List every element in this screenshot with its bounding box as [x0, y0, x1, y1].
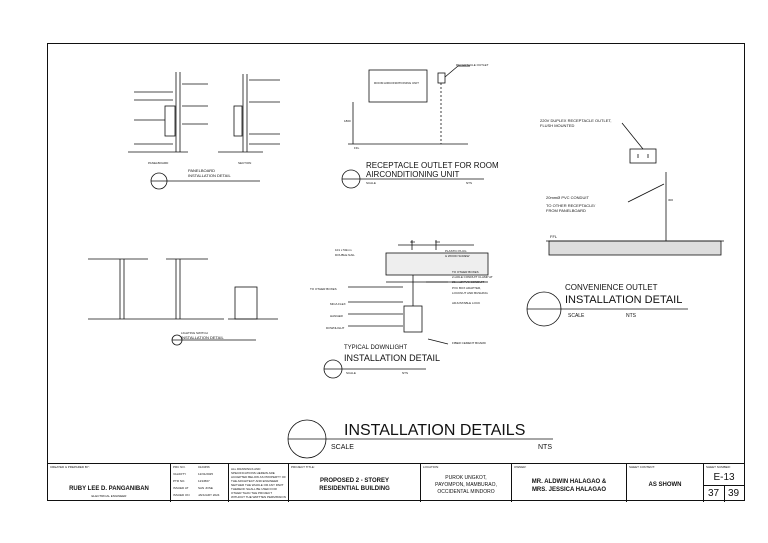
created-label: CREATED & PREPARED BY: — [50, 465, 90, 469]
sheet-divider-v — [724, 485, 725, 502]
sheet-title-scale-label: SCALE — [331, 444, 354, 451]
conv-note2: FLUSH MOUNTED — [540, 123, 575, 128]
prc-value-3: SAN JOSE — [198, 486, 213, 490]
panelboard-label-left: PANELBOARD — [148, 161, 169, 165]
downlight-title-line2: INSTALLATION DETAIL — [344, 353, 441, 363]
detail-linework — [88, 65, 724, 459]
prc-value-1: 12/31/2025 — [198, 472, 214, 476]
prc-value-0: 0123456 — [198, 465, 210, 469]
conv-note5: FROM PANELBOARD — [546, 208, 586, 213]
downlight-note-0: 101 x 50mm — [335, 248, 352, 252]
ac-ffl: FFL — [354, 146, 360, 150]
location-label: LOCATION: — [423, 465, 439, 469]
downlight-scale-value: NTS — [402, 371, 408, 375]
project-cell: PROJECT TITLE: PROPOSED 2 - STOREY RESID… — [289, 464, 421, 502]
project-line1: PROPOSED 2 - STOREY — [320, 478, 389, 484]
location-cell: LOCATION: PUROK UNGKOT, PAYOMPON, MAMBUR… — [421, 464, 512, 502]
sheet-title: INSTALLATION DETAILS — [344, 422, 526, 439]
downlight-left-note-3: DOWNLIGHT — [326, 326, 345, 330]
downlight-note-2: PLASTIC PLUG — [445, 249, 467, 253]
sheet-total: 39 — [728, 488, 740, 499]
owner-cell: OWNER: MR. ALDWIN HALAGAO & MRS. JESSICA… — [512, 464, 627, 502]
panelboard-title-line2: INSTALLATION DETAIL — [188, 173, 231, 178]
switch-title-line1: LIGHTING SWITCH — [181, 331, 208, 335]
panelboard-label-section: SECTION — [238, 161, 252, 165]
sheet-no: 37 — [708, 488, 720, 499]
content-label: SHEET CONTENT: — [629, 465, 655, 469]
conv-scale-label: SCALE — [568, 313, 585, 319]
conv-height: 300 — [668, 198, 674, 202]
downlight-note-10: FIBER CEMENT BOARD — [452, 341, 486, 345]
downlight-note-6: 20mmØ PVC CONDUIT — [452, 280, 485, 284]
sheet-label: SHEET NUMBER: — [706, 465, 731, 469]
downlight-note-4: TO OTHER BOXES — [452, 270, 479, 274]
owner-line1: MR. ALDWIN HALAGAO & — [531, 479, 607, 485]
downlight-note-7: PVC BOX ADAPTER, — [452, 286, 482, 290]
downlight-note-3: & WOOD SCREW — [445, 254, 470, 258]
conv-title-line1: CONVENIENCE OUTLET — [565, 283, 658, 292]
notice-cell: ALL DRAWINGS AND SPECIFICATIONS HEREIN A… — [229, 464, 289, 502]
location-line3: OCCIDENTAL MINDORO — [437, 489, 495, 495]
downlight-note-5: 2-HOLE CONDUIT CLAMP AT — [452, 275, 493, 279]
downlight-dim1: 300 — [410, 240, 416, 244]
downlight-note-8: LOCKNUT AND BUSHING — [452, 291, 488, 295]
title-block: CREATED & PREPARED BY: RUBY LEE D. PANGA… — [48, 463, 744, 502]
downlight-note-1: DOUBLE NAIL — [335, 253, 355, 257]
conv-title-line2: INSTALLATION DETAIL — [565, 294, 683, 306]
downlight-scale-label: SCALE — [346, 371, 356, 375]
downlight-left-note-0: TO OTHER BOXES — [310, 287, 337, 291]
ac-height: 1800 — [344, 119, 351, 123]
ac-unit-label: ROOM AIRCONDITIONING UNIT — [374, 81, 419, 85]
ac-title-line2: AIRCONDITIONING UNIT — [366, 170, 460, 179]
content-value: AS SHOWN — [648, 482, 682, 488]
project-label: PROJECT TITLE: — [291, 465, 315, 469]
downlight-note-9: ADJUSTABLE LOCK — [452, 301, 481, 305]
notice-text: ALL DRAWINGS AND SPECIFICATIONS HEREIN A… — [231, 467, 286, 499]
owner-line2: MRS. JESSICA HALAGAO — [531, 487, 607, 493]
conv-note3: 20mmØ PVC CONDUIT — [546, 195, 589, 200]
prc-label-0: PRC NO. — [173, 465, 186, 469]
project-line2: RESIDENTIAL BUILDING — [319, 486, 390, 492]
prc-label-1: VALIDITY — [173, 472, 187, 476]
drawing-sheet: PANELBOARD INSTALLATION DETAIL PANELBOAR… — [47, 43, 745, 502]
location-line2: PAYOMPON, MAMBURAO, — [435, 482, 497, 488]
engineer-role: ELECTRICAL ENGINEER — [91, 494, 127, 498]
prc-value-4: JANUARY 2024 — [198, 493, 220, 497]
engineer-cell: CREATED & PREPARED BY: RUBY LEE D. PANGA… — [48, 464, 171, 502]
panelboard-title-line1: PANELBOARD — [188, 168, 216, 173]
engineer-name: RUBY LEE D. PANGANIBAN — [69, 486, 149, 492]
downlight-left-note-1: MICA FLEX — [330, 302, 346, 306]
ac-title-line1: RECEPTACLE OUTLET FOR ROOM — [366, 161, 499, 170]
sheet-title-scale-value: NTS — [538, 444, 552, 451]
ac-scale-label: SCALE — [366, 181, 376, 185]
sheet-number-cell: SHEET NUMBER: E-13 37 39 — [704, 464, 744, 502]
ac-scale-value: NTS — [466, 181, 472, 185]
conv-note1: 220V DUPLEX RECEPTACLE OUTLET, — [540, 118, 612, 123]
sheet-code: E-13 — [713, 472, 735, 483]
content-cell: SHEET CONTENT: AS SHOWN — [627, 464, 704, 502]
owner-label: OWNER: — [514, 465, 527, 469]
switch-title-line2: INSTALLATION DETAIL — [181, 335, 224, 340]
downlight-title-line1: TYPICAL DOWNLIGHT — [344, 345, 408, 351]
prc-label-4: ISSUED ON — [173, 493, 190, 497]
conv-note4: TO OTHER RECEPTACLE/ — [546, 203, 596, 208]
conv-ffl: FFL — [550, 234, 558, 239]
conv-scale-value: NTS — [626, 313, 636, 319]
ac-outlet-label: RECEPTACLE OUTLET — [456, 63, 489, 67]
prc-label-2: PTR NO. — [173, 479, 186, 483]
downlight-dim2: 300 — [435, 240, 441, 244]
prc-label-3: ISSUED AT — [173, 486, 189, 490]
prc-value-2: 1234567 — [198, 479, 210, 483]
prc-cell: PRC NO. VALIDITY PTR NO. ISSUED AT ISSUE… — [171, 464, 229, 502]
location-line1: PUROK UNGKOT, — [445, 475, 487, 481]
downlight-left-note-2: HANGER — [330, 314, 343, 318]
